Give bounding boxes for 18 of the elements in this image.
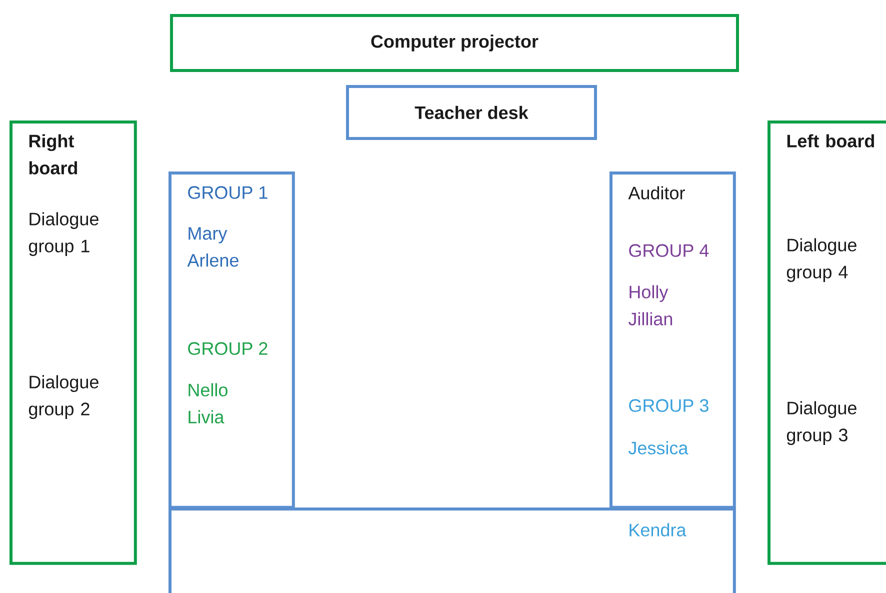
board-title: Left board — [787, 134, 874, 148]
desk-box: Teacher desk — [346, 85, 597, 140]
student-names: Nello Livia — [188, 383, 228, 424]
student-name: Jessica — [628, 441, 688, 454]
group-heading: GROUP 1 — [188, 186, 268, 199]
board-title: Right board — [29, 134, 78, 174]
board-note: Dialogue group 4 — [786, 238, 856, 282]
board-note: Dialogue group 2 — [28, 375, 98, 419]
student-name: Kendra — [630, 523, 686, 536]
student-names: Holly Jillian — [628, 285, 672, 326]
group-heading: GROUP 4 — [629, 244, 709, 257]
projector-box: Computer projector — [170, 14, 739, 72]
group-heading: GROUP 2 — [188, 342, 268, 355]
auditor-label: Auditor — [628, 186, 685, 200]
student-names: Mary Arlene — [187, 227, 238, 267]
board-note: Dialogue group 3 — [786, 401, 856, 445]
board-note: Dialogue group 1 — [28, 212, 98, 256]
group-heading: GROUP 3 — [629, 399, 708, 412]
